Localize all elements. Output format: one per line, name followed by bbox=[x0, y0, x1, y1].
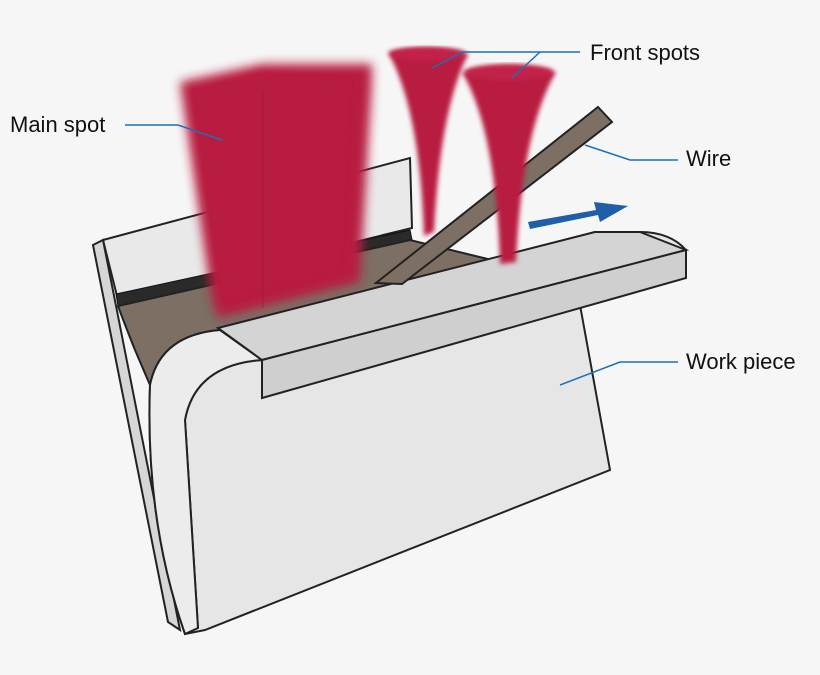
leader-line-main-spot bbox=[125, 124, 223, 141]
work-piece-label: Work piece bbox=[686, 349, 796, 374]
workpiece-flange-fill bbox=[148, 328, 265, 636]
leader-line-work-piece bbox=[559, 361, 678, 386]
workpiece-lip-front bbox=[261, 248, 687, 400]
workpiece-lip-top bbox=[215, 231, 690, 362]
leader-line-front-spot-2 bbox=[511, 51, 541, 79]
main-spot-beam bbox=[180, 64, 372, 318]
front-spots-label: Front spots bbox=[590, 40, 701, 65]
filler-wire bbox=[373, 105, 614, 286]
wire-label: Wire bbox=[686, 146, 732, 171]
leader-line-front-spot-1 bbox=[431, 51, 580, 69]
arrow-right-icon bbox=[528, 202, 628, 229]
front-spot-beam-1 bbox=[388, 47, 468, 236]
front-spot-beam-2 bbox=[462, 64, 556, 264]
main-spot-label: Main spot bbox=[10, 112, 106, 137]
leader-line-wire bbox=[584, 144, 678, 161]
